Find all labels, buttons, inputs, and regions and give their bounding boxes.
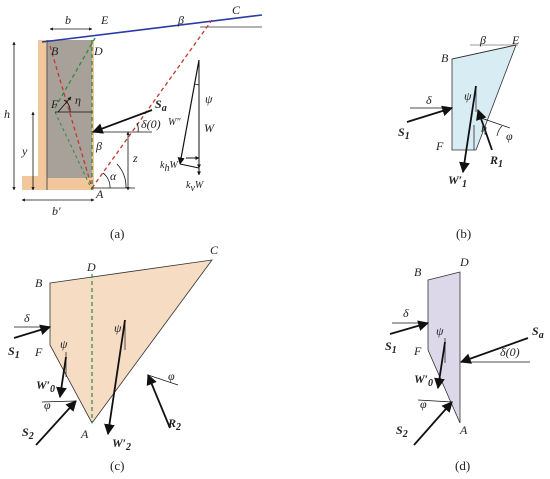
slip-line-AC: [91, 19, 213, 189]
label-psi: ψ: [436, 324, 444, 338]
S1-arrow: [406, 105, 454, 123]
caption-b: (b): [456, 226, 471, 241]
label-R2: R2: [167, 416, 181, 433]
label-S1: S1: [8, 344, 20, 361]
label-F: F: [435, 139, 444, 153]
label-delta0: δ(0): [500, 345, 520, 359]
label-h: h: [4, 107, 10, 121]
label-S2: S2: [396, 423, 408, 440]
Wprime-vector: [177, 59, 200, 165]
label-psi2: ψ: [114, 321, 122, 335]
panel-b: B β E δ ψ S1 η φ F R1 W′1 (b): [398, 33, 520, 241]
label-psi: ψ: [464, 89, 472, 103]
label-phi2: φ: [168, 369, 175, 383]
label-khW: khW: [160, 160, 179, 174]
panel-c: C D B δ ψ ψ S1 F W′0 φ φ S2 A W′2 R2 (c): [8, 243, 219, 473]
label-eta: η: [481, 121, 487, 135]
label-B: B: [35, 276, 43, 290]
label-phi: φ: [506, 129, 513, 143]
label-C: C: [210, 243, 219, 257]
label-W0: W′0: [414, 372, 433, 389]
label-B: B: [414, 265, 422, 279]
label-C: C: [232, 3, 241, 17]
slip-line-BA: [49, 45, 93, 189]
label-b: b: [65, 13, 71, 27]
R1-arrow: [476, 108, 493, 151]
label-phi: φ: [420, 397, 427, 411]
label-W2: W′2: [112, 436, 131, 453]
label-W0: W′0: [36, 378, 55, 395]
label-psi: ψ: [205, 92, 213, 106]
panel-a: b E β C B D h F η Sa δ(0) ψ W″ W y β z α…: [4, 3, 263, 241]
label-W1: W′1: [448, 173, 467, 190]
caption-d: (d): [455, 458, 470, 473]
label-bprime: b′: [52, 204, 61, 218]
label-D: D: [93, 44, 103, 58]
label-delta: δ: [24, 311, 30, 325]
S2-arrow: [35, 400, 77, 446]
S2-arrow: [413, 401, 453, 446]
label-S2: S2: [22, 425, 34, 442]
panel-d: B D δ ψ S1 F Sa δ(0) W′0 φ S2 A (d): [385, 255, 544, 473]
label-Sa: Sa: [532, 324, 544, 341]
Sa-arrow: [91, 109, 153, 134]
label-z: z: [132, 151, 138, 165]
S1-arrow: [13, 324, 52, 339]
label-kvW: kvW: [186, 180, 205, 194]
label-beta-top: β: [177, 13, 184, 27]
ground-line: [41, 14, 263, 43]
label-D: D: [459, 255, 469, 269]
label-S1: S1: [398, 125, 410, 142]
footing-base: [22, 176, 94, 190]
label-Wprime: W″: [168, 117, 181, 128]
label-A: A: [80, 427, 89, 441]
label-alpha: α: [110, 169, 117, 183]
wedge-c: [49, 259, 213, 424]
label-F: F: [34, 345, 43, 359]
label-S1: S1: [385, 339, 397, 356]
caption-c: (c): [110, 458, 124, 473]
R2-arrow: [146, 374, 171, 429]
label-F: F: [50, 97, 59, 111]
W1-arrow: [459, 85, 477, 174]
label-psi1: ψ: [60, 337, 68, 351]
label-beta-A: β: [95, 139, 102, 153]
label-E: E: [100, 13, 109, 27]
label-B: B: [441, 51, 449, 65]
W0-arrow: [434, 341, 446, 390]
label-E: E: [511, 33, 520, 47]
label-eta: η: [75, 93, 81, 107]
caption-a: (a): [110, 226, 124, 241]
label-Sa: Sa: [155, 97, 167, 114]
label-phi1: φ: [44, 398, 51, 412]
label-R1: R1: [489, 153, 503, 170]
Sa-arrow: [459, 337, 529, 364]
W0-arrow: [56, 356, 67, 399]
label-D: D: [86, 260, 96, 274]
green-dashed-lower: [54, 111, 93, 191]
label-delta: δ: [403, 306, 409, 320]
label-y: y: [21, 144, 28, 158]
label-beta: β: [479, 33, 486, 47]
label-delta: δ: [426, 93, 432, 107]
label-B: B: [51, 44, 59, 58]
S1-arrow: [389, 320, 430, 335]
label-A: A: [95, 187, 104, 201]
label-A: A: [459, 423, 468, 437]
label-delta0: δ(0): [141, 117, 161, 131]
label-F: F: [413, 344, 422, 358]
label-W: W: [204, 121, 215, 135]
W2-arrow: [104, 319, 126, 436]
